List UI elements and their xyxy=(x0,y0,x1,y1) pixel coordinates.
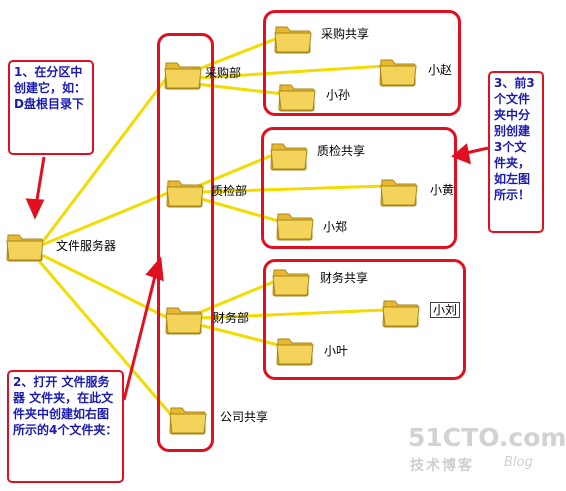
arrow-step1-head xyxy=(25,198,45,220)
step3-callout: 3、前3个文件夹中分别创建3个文件夹，如左图所示！ xyxy=(488,71,544,233)
purchase-dept-folder-icon[interactable] xyxy=(164,56,202,90)
watermark-brand: 51CTO.com xyxy=(408,423,566,452)
finance-share-folder-icon[interactable] xyxy=(272,263,310,297)
arrow-step2-shaft xyxy=(122,271,158,401)
user-zhao-folder-icon[interactable] xyxy=(379,53,417,87)
arrow-step1-shaft xyxy=(34,156,46,207)
connector-root-quality xyxy=(42,190,172,246)
connector-purchase-user2 xyxy=(194,82,286,96)
public-share-label: 公司共享 xyxy=(220,410,269,424)
quality-dept-label: 质检部 xyxy=(211,184,248,198)
user-liu-folder-icon[interactable] xyxy=(382,294,420,328)
connector-root-purchase xyxy=(42,74,170,242)
user-sun-label: 小孙 xyxy=(326,88,351,102)
user-ye-folder-icon[interactable] xyxy=(276,332,314,366)
departments-group-box xyxy=(157,33,214,452)
quality-share-label: 质检共享 xyxy=(317,144,366,158)
purchase-dept-label: 采购部 xyxy=(205,66,242,80)
finance-dept-label: 财务部 xyxy=(213,311,250,325)
purchase-share-label: 采购共享 xyxy=(321,27,370,41)
watermark-sub: 技术博客 xyxy=(410,458,474,474)
public-share-folder-icon[interactable] xyxy=(169,401,207,435)
site-watermark: 51CTO.com 技术博客 Blog xyxy=(408,423,566,474)
quality-subfolders-box xyxy=(261,127,457,249)
purchase-share-folder-icon[interactable] xyxy=(274,20,312,54)
finance-dept-folder-icon[interactable] xyxy=(165,301,203,335)
step2-callout: 2、打开 文件服务器 文件夹，在此文件夹中创建如右图所示的4个文件夹： xyxy=(7,370,124,483)
user-ye-label: 小叶 xyxy=(324,344,349,358)
user-huang-folder-icon[interactable] xyxy=(380,173,418,207)
quality-dept-folder-icon[interactable] xyxy=(166,174,204,208)
connector-quality-user xyxy=(198,184,386,194)
user-zheng-folder-icon[interactable] xyxy=(276,207,314,241)
connector-root-public xyxy=(38,260,174,418)
user-zhao-label: 小赵 xyxy=(428,63,453,77)
arrow-step3-head xyxy=(451,143,471,165)
connector-finance-user2 xyxy=(194,322,284,348)
finance-share-label: 财务共享 xyxy=(320,271,369,285)
user-liu-label[interactable]: 小刘 xyxy=(430,302,461,318)
user-zheng-label: 小郑 xyxy=(323,220,348,234)
finance-subfolders-box xyxy=(263,259,466,380)
connector-finance-user xyxy=(196,308,388,320)
connector-purchase-user xyxy=(196,64,386,80)
quality-share-folder-icon[interactable] xyxy=(270,137,308,171)
user-huang-label: 小黄 xyxy=(430,183,455,197)
purchase-subfolders-box xyxy=(263,10,461,116)
user-sun-folder-icon[interactable] xyxy=(278,78,316,112)
file-server-label: 文件服务器 xyxy=(56,239,117,253)
watermark-tag: Blog xyxy=(504,455,533,470)
step1-callout: 1、在分区中创建它，如：D盘根目录下 xyxy=(8,60,94,155)
file-server-folder-icon[interactable] xyxy=(6,228,44,262)
